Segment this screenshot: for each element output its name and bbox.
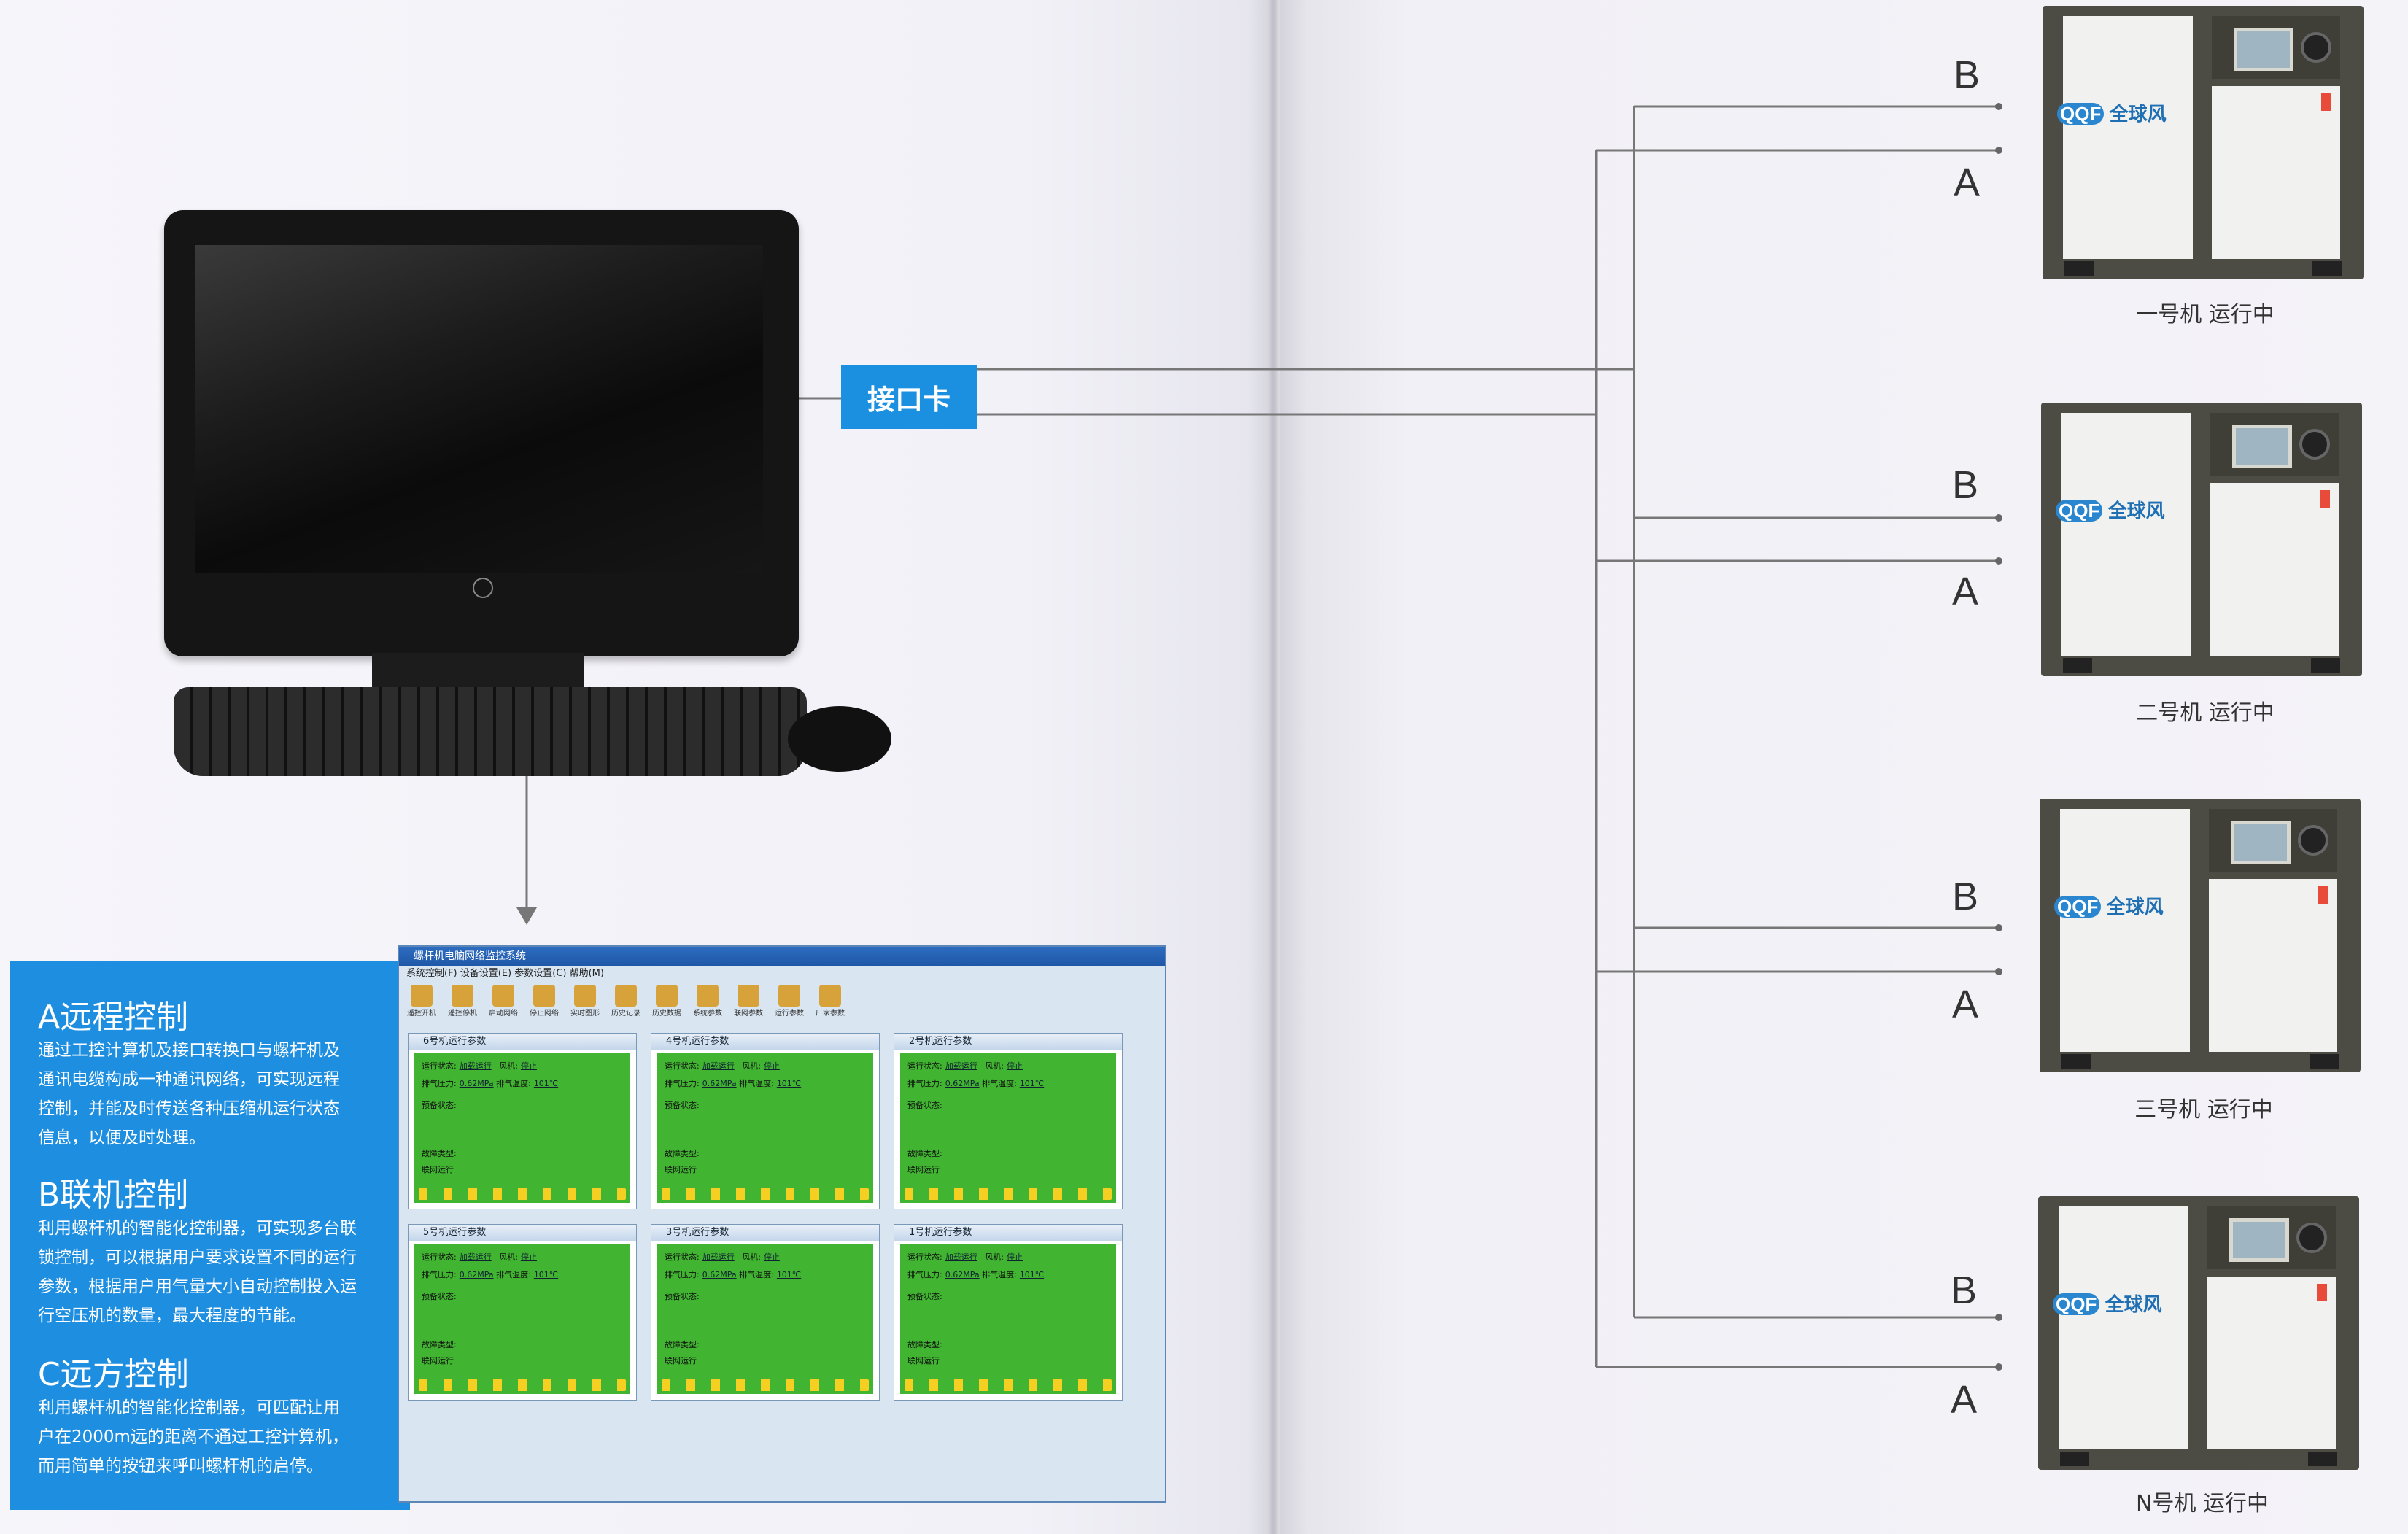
tool-system-params[interactable]: 系统参数	[691, 983, 724, 1027]
status-leds	[905, 1188, 1112, 1200]
control-screen-icon	[2231, 821, 2291, 864]
mouse-icon	[788, 706, 891, 772]
section-c-body: 利用螺杆机的智能化控制器，可匹配让用户在2000m远的距离不通过工控计算机， 而…	[38, 1398, 349, 1476]
tool-remote-start[interactable]: 遥控开机	[405, 983, 438, 1027]
warning-label-icon	[2317, 1284, 2327, 1301]
brand-logo: QQF 全球风	[2056, 496, 2165, 523]
warning-label-icon	[2320, 490, 2330, 508]
bus-label-b-4: B	[1951, 1268, 1978, 1312]
machine-panel-6: 6号机运行参数 运行状态:加载运行 风机:停止 排气压力:0.62MPa 排气温…	[408, 1033, 637, 1209]
bus-label-a-2: A	[1952, 570, 1979, 613]
interface-card-badge: 接口卡	[841, 365, 977, 429]
status-leds	[662, 1379, 869, 1391]
compressor-1: QQF 全球风	[2043, 6, 2364, 279]
tool-history-data[interactable]: 历史数据	[650, 983, 684, 1027]
tool-remote-stop[interactable]: 遥控停机	[446, 983, 479, 1027]
machine-panel-4: 4号机运行参数 运行状态:加载运行 风机:停止 排气压力:0.62MPa 排气温…	[651, 1033, 880, 1209]
compressor-n: QQF 全球风	[2038, 1196, 2359, 1470]
compressor-2-label: 二号机 运行中	[2136, 700, 2275, 726]
bus-label-a-1: A	[1954, 161, 1981, 205]
compressor-3: QQF 全球风	[2040, 799, 2361, 1072]
control-screen-icon	[2229, 1218, 2289, 1262]
brand-logo: QQF 全球风	[2053, 1290, 2162, 1317]
machine-panel-5: 5号机运行参数 运行状态:加载运行 风机:停止 排气压力:0.62MPa 排气温…	[408, 1224, 637, 1401]
book-spine	[1268, 0, 1280, 1534]
emergency-stop-icon	[2298, 825, 2328, 856]
emergency-stop-icon	[2299, 429, 2330, 460]
menu-bar[interactable]: 系统控制(F) 设备设置(E) 参数设置(C) 帮助(M)	[406, 968, 604, 979]
monitoring-software-window: 螺杆机电脑网络监控系统 系统控制(F) 设备设置(E) 参数设置(C) 帮助(M…	[398, 945, 1166, 1503]
tool-start-network[interactable]: 启动网络	[487, 983, 520, 1027]
hp-logo-icon	[473, 578, 493, 598]
toolbar: 遥控开机 遥控停机 启动网络 停止网络 实时图形 历史记录 历史数据 系统参数 …	[405, 983, 1134, 1030]
section-b-body: 利用螺杆机的智能化控制器，可实现多台联锁控制，可以根据用户要求设置不同的运行 参…	[38, 1219, 357, 1325]
section-c-title: C远方控制	[38, 1356, 189, 1393]
monitor-screen	[195, 245, 763, 573]
section-b-title: B联机控制	[38, 1177, 189, 1214]
control-screen-icon	[2232, 425, 2292, 468]
section-a-title: A远程控制	[38, 999, 189, 1036]
tool-run-params[interactable]: 运行参数	[773, 983, 806, 1027]
status-leds	[419, 1379, 626, 1391]
machine-panel-3: 3号机运行参数 运行状态:加载运行 风机:停止 排气压力:0.62MPa 排气温…	[651, 1224, 880, 1401]
emergency-stop-icon	[2296, 1223, 2327, 1253]
section-a-body: 通过工控计算机及接口转换口与螺杆机及通讯电缆构成一种通讯网络，可实现远程 控制，…	[38, 1041, 340, 1147]
bus-label-b-3: B	[1952, 875, 1979, 918]
compressor-2: QQF 全球风	[2041, 403, 2362, 676]
compressor-1-label: 一号机 运行中	[2136, 302, 2275, 328]
brand-logo: QQF 全球风	[2057, 99, 2167, 126]
tool-history-log[interactable]: 历史记录	[609, 983, 643, 1027]
bus-label-b-2: B	[1952, 463, 1979, 507]
window-title: 螺杆机电脑网络监控系统	[399, 947, 1165, 966]
tool-realtime-chart[interactable]: 实时图形	[568, 983, 602, 1027]
tool-stop-network[interactable]: 停止网络	[527, 983, 561, 1027]
bus-label-a-3: A	[1952, 983, 1979, 1026]
brand-logo: QQF 全球风	[2054, 892, 2164, 919]
control-modes-panel: A远程控制 通过工控计算机及接口转换口与螺杆机及通讯电缆构成一种通讯网络，可实现…	[10, 961, 410, 1510]
emergency-stop-icon	[2301, 32, 2331, 63]
machine-panel-1: 1号机运行参数 运行状态:加载运行 风机:停止 排气压力:0.62MPa 排气温…	[894, 1224, 1123, 1401]
compressor-n-label: N号机 运行中	[2136, 1491, 2269, 1516]
status-leds	[662, 1188, 869, 1200]
tool-network-params[interactable]: 联网参数	[732, 983, 765, 1027]
bus-label-b-1: B	[1954, 53, 1981, 97]
control-screen-icon	[2234, 28, 2293, 71]
down-arrow-icon	[516, 907, 537, 925]
tool-factory-params[interactable]: 厂家参数	[813, 983, 847, 1027]
keyboard-icon	[174, 687, 807, 776]
warning-label-icon	[2321, 93, 2331, 111]
warning-label-icon	[2318, 886, 2328, 904]
compressor-3-label: 三号机 运行中	[2134, 1097, 2273, 1123]
status-leds	[419, 1188, 626, 1200]
bus-label-a-4: A	[1951, 1378, 1978, 1422]
status-leds	[905, 1379, 1112, 1391]
machine-panel-2: 2号机运行参数 运行状态:加载运行 风机:停止 排气压力:0.62MPa 排气温…	[894, 1033, 1123, 1209]
